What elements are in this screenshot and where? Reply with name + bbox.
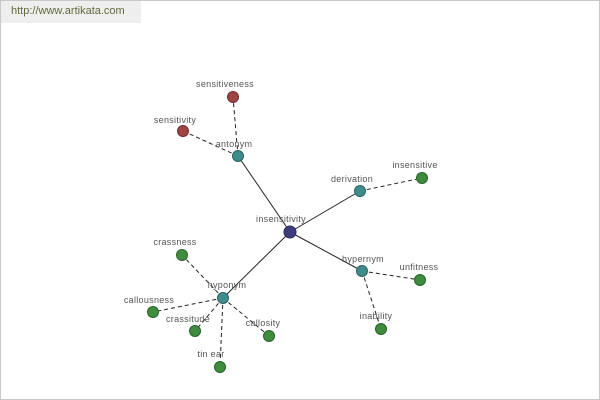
graph-node-label-tin_ear: tin ear — [197, 349, 225, 359]
graph-node-callosity[interactable] — [263, 330, 275, 342]
graph-edge-hyponym-callosity — [222, 297, 270, 337]
graph-node-label-inability: inability — [359, 311, 393, 321]
graph-node-sensitiveness[interactable] — [227, 91, 239, 103]
graph-node-label-derivation: derivation — [330, 174, 374, 184]
graph-node-antonym[interactable] — [232, 150, 244, 162]
graph-node-crassitude[interactable] — [189, 325, 201, 337]
graph-edge-hyponym-callousness — [152, 297, 224, 313]
graph-node-label-crassitude: crassitude — [165, 314, 211, 324]
graph-node-label-hyponym: hyponym — [207, 280, 247, 290]
graph-node-label-antonym: antonym — [215, 139, 253, 149]
graph-edge-hypernym-unfitness — [361, 270, 421, 281]
graph-node-label-crassness: crassness — [153, 237, 197, 247]
graph-edge-hyponym-crassness — [181, 254, 224, 299]
graph-node-sensitivity[interactable] — [177, 125, 189, 137]
graph-node-label-insensitive: insensitive — [392, 160, 438, 170]
graph-edge-hyponym-crassitude — [194, 297, 224, 332]
graph-node-unfitness[interactable] — [414, 274, 426, 286]
graph-node-label-hypernym: hypernym — [342, 254, 384, 264]
edge-layer — [152, 96, 423, 368]
graph-node-label-callousness: callousness — [123, 295, 175, 305]
graph-node-hyponym[interactable] — [217, 292, 229, 304]
graph-edge-insensitivity-antonym — [237, 155, 291, 233]
graph-edge-insensitivity-hypernym — [289, 231, 363, 272]
graph-node-callousness[interactable] — [147, 306, 159, 318]
url-bar: http://www.artikata.com — [1, 1, 141, 23]
graph-edge-antonym-sensitivity — [182, 130, 239, 157]
graph-node-derivation[interactable] — [354, 185, 366, 197]
graph-node-label-callosity: callosity — [245, 318, 281, 328]
graph-node-inability[interactable] — [375, 323, 387, 335]
graph-edge-insensitivity-hyponym — [222, 231, 291, 299]
graph-edge-hypernym-inability — [361, 270, 382, 330]
graph-node-hypernym[interactable] — [356, 265, 368, 277]
url-text: http://www.artikata.com — [11, 5, 125, 17]
graph-edge-insensitivity-derivation — [289, 190, 361, 233]
graph-edge-hyponym-tin_ear — [219, 297, 224, 368]
graph-edge-derivation-insensitive — [359, 177, 423, 192]
graph-node-tin_ear[interactable] — [214, 361, 226, 373]
graph-node-crassness[interactable] — [176, 249, 188, 261]
graph-node-insensitive[interactable] — [416, 172, 428, 184]
graph-node-label-sensitiveness: sensitiveness — [196, 79, 254, 89]
graph-node-label-insensitivity: insensitivity — [256, 214, 306, 224]
graph-node-insensitivity[interactable] — [283, 225, 297, 239]
graph-edge-antonym-sensitiveness — [232, 96, 239, 157]
graph-node-label-unfitness: unfitness — [399, 262, 439, 272]
graph-node-label-sensitivity: sensitivity — [153, 115, 197, 125]
